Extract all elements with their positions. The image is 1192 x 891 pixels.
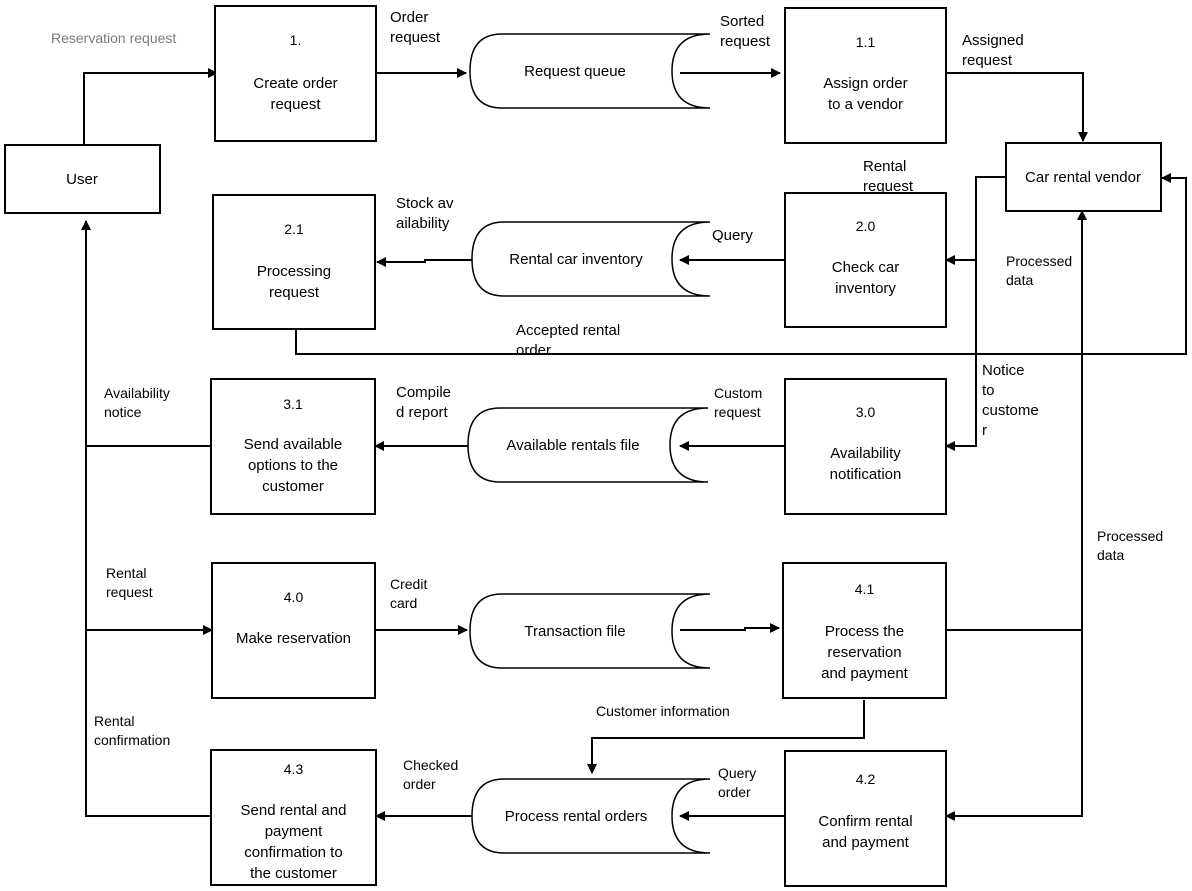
store-label: Process rental orders xyxy=(505,808,648,825)
store-available-rentals: Available rentals file xyxy=(467,407,709,483)
process-id: 3.1 xyxy=(283,396,303,412)
process-id: 1.1 xyxy=(856,34,876,50)
flow-assigned-request xyxy=(946,72,1088,142)
process-id: 2.1 xyxy=(284,221,304,237)
store-label: Available rentals file xyxy=(506,437,639,454)
flow-label-reservation-request: Reservation request xyxy=(51,30,176,46)
process-id: 2.0 xyxy=(856,218,876,234)
flow-transaction xyxy=(680,623,780,633)
flow-processed-data-top xyxy=(945,630,1083,821)
process-id: 4.0 xyxy=(284,589,304,605)
process-id: 3.0 xyxy=(856,404,876,420)
entity-user-label: User xyxy=(66,171,98,188)
entity-user: User xyxy=(4,144,161,214)
store-label: Request queue xyxy=(524,63,626,80)
store-label: Rental car inventory xyxy=(509,251,643,268)
store-request-queue: Request queue xyxy=(469,33,711,109)
flow-label-query: Query xyxy=(712,227,753,244)
entity-car-rental-vendor: Car rental vendor xyxy=(1005,142,1162,212)
flow-accepted-rental-order xyxy=(295,173,1187,355)
flow-stock-availability xyxy=(376,257,472,267)
store-label: Transaction file xyxy=(524,623,625,640)
store-transaction: Transaction file xyxy=(469,593,711,669)
process-name: Make reservation xyxy=(236,630,351,647)
flow-customer-information xyxy=(587,700,865,774)
process-id: 4.2 xyxy=(856,771,876,787)
flow-notice-to-customer xyxy=(945,260,977,451)
entity-vendor-label: Car rental vendor xyxy=(1025,169,1141,186)
flow-lines xyxy=(81,68,1187,821)
flow-label-customer-information: Customer information xyxy=(596,703,730,719)
process-id: 1. xyxy=(290,32,302,48)
flow-reservation-request xyxy=(83,68,218,144)
flow-rental-confirmation xyxy=(81,220,211,817)
store-inventory: Rental car inventory xyxy=(471,221,711,297)
process-id: 4.1 xyxy=(855,581,875,597)
store-rental-orders: Process rental orders xyxy=(471,778,711,854)
flow-rental-request-vendor xyxy=(945,176,1006,265)
process-id: 4.3 xyxy=(284,761,304,777)
